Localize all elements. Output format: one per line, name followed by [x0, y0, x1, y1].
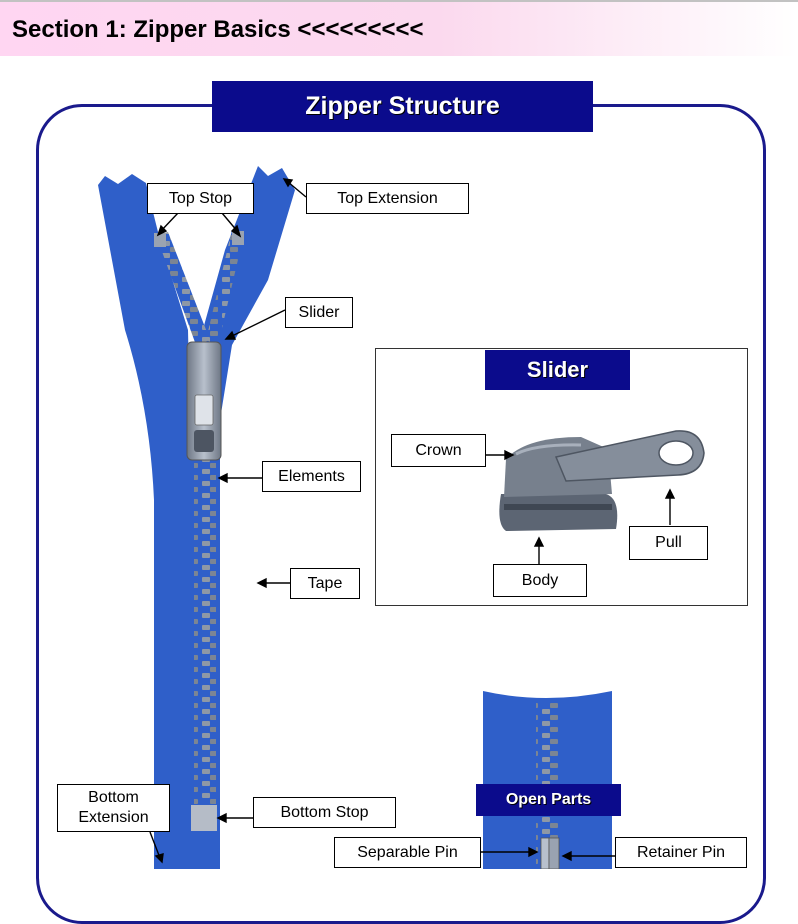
open-parts-title: Open Parts: [476, 784, 621, 816]
label-elements: Elements: [262, 461, 361, 492]
section-title: Section 1: Zipper Basics <<<<<<<<<: [12, 16, 424, 43]
top-stop-right: [232, 231, 244, 245]
zipper-tape: [98, 174, 190, 869]
zipper-illustration: [98, 166, 615, 869]
slider-detail-illustration: [486, 430, 705, 564]
label-tape: Tape: [290, 568, 360, 599]
top-stop-left: [154, 233, 166, 247]
zipper-elements-closed: [194, 455, 216, 815]
slider-inset-title: Slider: [485, 350, 630, 390]
label-crown: Crown: [391, 434, 486, 467]
zipper-elements-left: [156, 232, 210, 345]
label-separable-pin: Separable Pin: [334, 837, 481, 868]
section-header: Section 1: Zipper Basics <<<<<<<<<: [0, 0, 798, 56]
label-bottom-stop: Bottom Stop: [253, 797, 396, 828]
label-body: Body: [493, 564, 587, 597]
slider-inset: Slider Crown Body Pull: [375, 348, 748, 606]
diagram-title: Zipper Structure: [212, 81, 593, 132]
label-retainer-pin: Retainer Pin: [615, 837, 747, 868]
label-top-stop: Top Stop: [147, 183, 254, 214]
bottom-stop: [191, 805, 217, 831]
slider-body: [499, 494, 618, 531]
zipper-elements-right: [206, 230, 244, 345]
retainer-pin-graphic: [548, 837, 560, 869]
label-top-extension: Top Extension: [306, 183, 469, 214]
separable-pin-graphic: [540, 837, 550, 869]
label-slider: Slider: [285, 297, 353, 328]
label-pull: Pull: [629, 526, 708, 560]
label-bottom-extension: Bottom Extension: [57, 784, 170, 832]
